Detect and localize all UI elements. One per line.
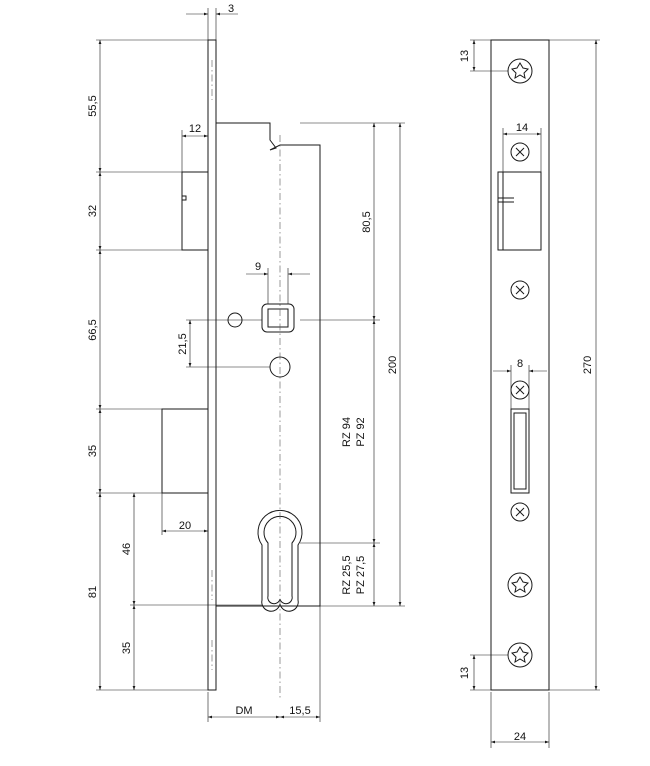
dim-center-distance-rz: RZ 94 [341,417,353,447]
lock-case [215,122,321,607]
dim-cylinder-to-bottom: 35 [121,642,133,654]
dim-deadbolt-height: 35 [87,445,99,457]
dim-deadbolt-slot-width: 8 [517,358,523,370]
dim-cylinder-distance-rz: RZ 25,5 [341,555,353,594]
front-view: 13 14 8 270 13 24 [459,39,600,748]
dim-cylinder-offset: 15,5 [289,705,310,717]
dim-faceplate-thickness: 3 [228,3,234,15]
deadbolt [161,408,209,494]
faceplate-side [207,39,217,691]
cross-screw-1 [510,142,530,162]
cross-screw-2 [510,280,530,300]
follower-square [267,308,289,328]
side-view: 3 55,5 12 32 80,5 9 66,5 21,5 200 35 RZ … [87,3,405,722]
deadbolt-slot-inner [513,412,527,490]
dim-follower-to-hole: 21,5 [177,333,189,354]
dim-follower-square: 9 [255,261,261,273]
dim-total-height: 270 [582,356,594,374]
deadbolt-slot [510,408,530,494]
cylinder-profile [257,509,303,612]
cross-screw-3 [510,380,530,400]
dim-screw-bottom-offset: 13 [459,667,471,679]
dim-deadbolt-to-cylinder: 46 [121,543,133,555]
dim-total-body-height: 200 [387,356,399,374]
torx-screw-top [507,58,533,84]
torx-screw-upper-mid [507,572,533,598]
dim-faceplate-width: 24 [514,731,526,743]
dim-latch-slot-width: 14 [516,122,528,134]
dim-latch-to-deadbolt: 66,5 [87,319,99,340]
dim-cylinder-distance-pz: PZ 27,5 [355,556,367,595]
dim-latch-height: 32 [87,205,99,217]
cross-screw-4 [510,502,530,522]
faceplate-front [490,39,550,691]
cylinder-profile-inner [263,515,297,605]
follower-outer [261,303,295,333]
dim-center-distance-pz: PZ 92 [355,417,367,446]
latch-slot [497,171,542,251]
latch-bolt [181,171,208,251]
dim-latch-to-follower: 80,5 [361,211,373,232]
dim-top-to-latch: 55,5 [87,95,99,116]
dim-deadbolt-throw: 20 [179,520,191,532]
dim-cylinder-to-bottom-outer: 81 [87,586,99,598]
torx-screw-bottom [507,642,533,668]
dim-latch-width: 12 [189,123,201,135]
dim-backset: DM [235,705,252,717]
dim-screw-top-offset: 13 [459,50,471,62]
